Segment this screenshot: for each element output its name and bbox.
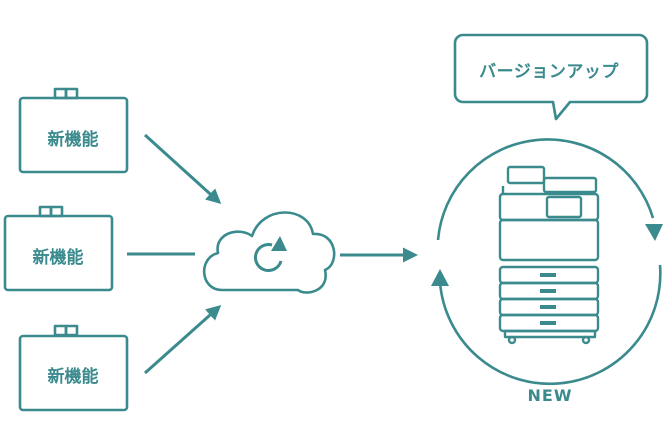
folder-icon [3, 205, 114, 292]
printer-tray-handles [540, 273, 556, 325]
folder-label: 新機能 [32, 248, 84, 268]
arrow-folder1-to-cloud [143, 133, 222, 205]
arrow-folder3-to-cloud [144, 305, 222, 375]
folder-label: 新機能 [47, 130, 99, 150]
cloud-sync-icon [202, 211, 336, 294]
flow-arrows [127, 133, 418, 375]
multifunction-printer-icon [498, 165, 600, 345]
folder-label: 新機能 [47, 367, 99, 387]
speech-bubble [453, 33, 649, 121]
cycle-arrowhead-bottom [431, 269, 449, 286]
device-caption: NEW [527, 386, 573, 405]
bubble-text: バージョンアップ [479, 62, 619, 82]
cycle-arrowhead-top [645, 224, 663, 241]
folder-icon [18, 87, 129, 174]
folder-icon [18, 324, 129, 412]
update-cycle-arrows [436, 138, 662, 386]
